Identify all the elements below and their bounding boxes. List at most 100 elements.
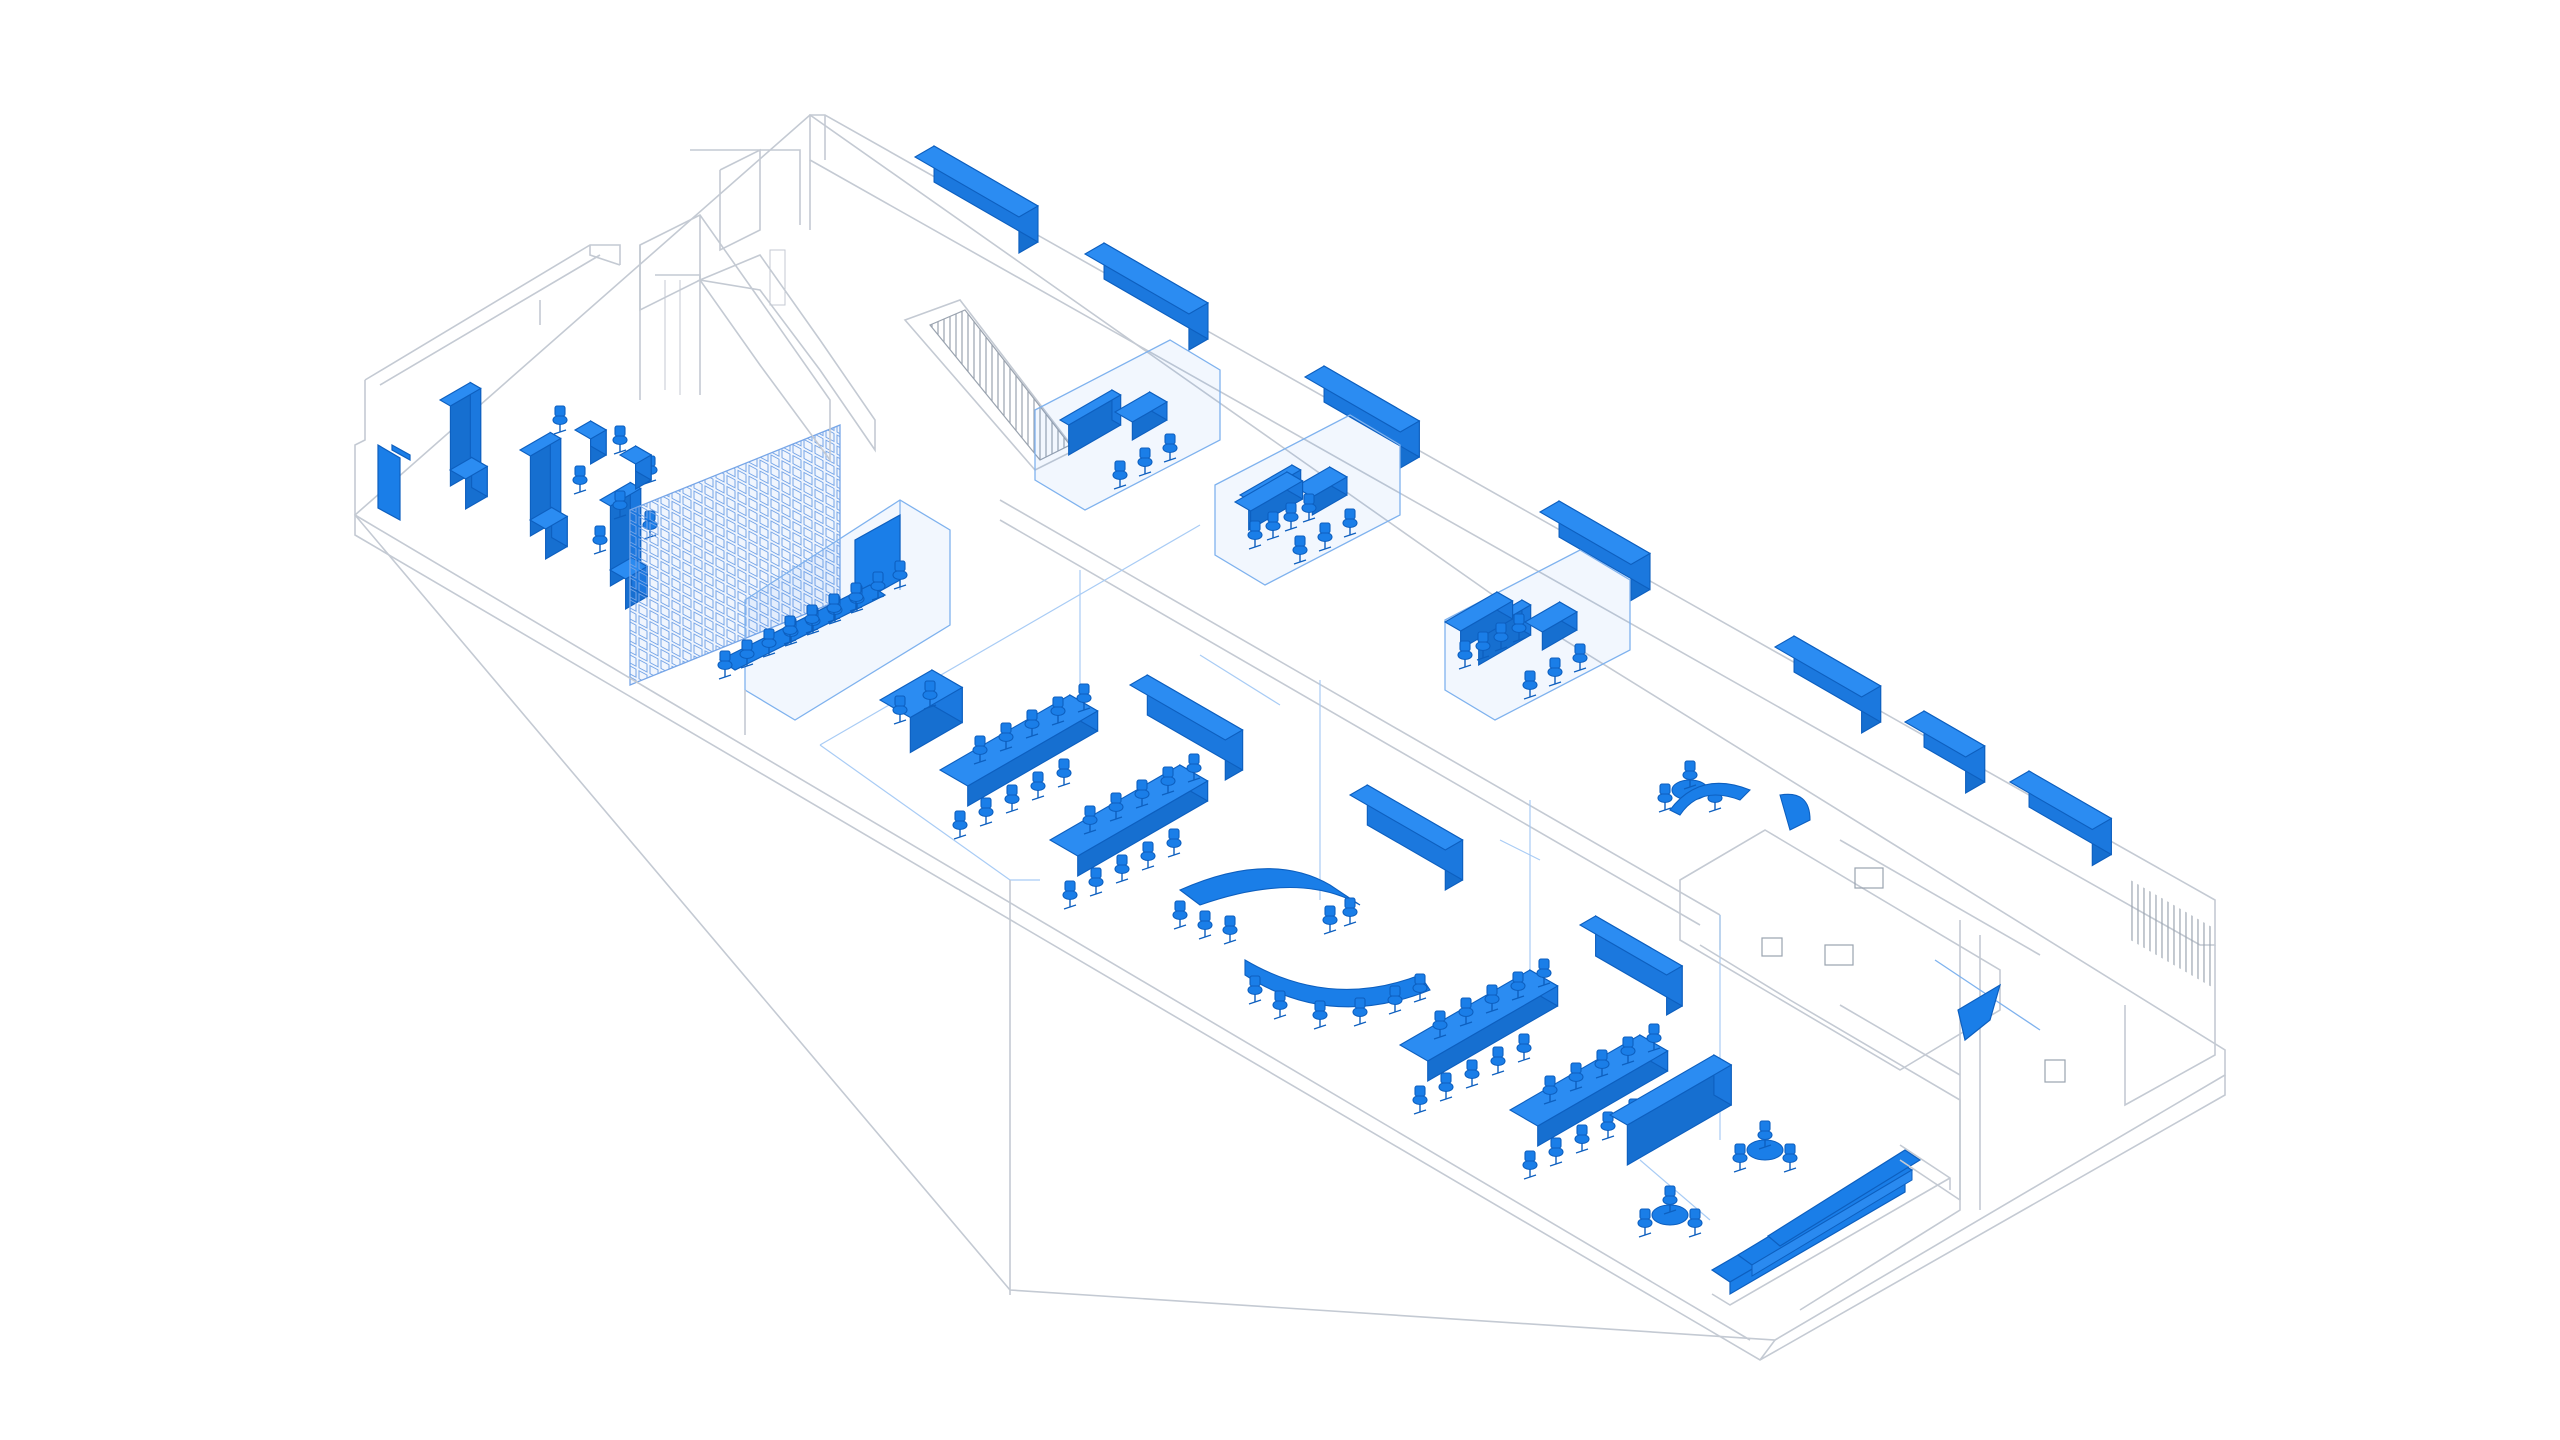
chair-base: [1323, 929, 1337, 935]
chair-base: [1248, 544, 1262, 550]
chair-seat: [1484, 993, 1500, 1005]
chair-base: [1031, 795, 1045, 801]
chair-base: [1063, 904, 1077, 910]
chair-seat: [1522, 679, 1538, 691]
chair-back: [1032, 771, 1044, 783]
chair: [1322, 905, 1338, 935]
chair: [1222, 915, 1238, 945]
chair-seat: [1511, 622, 1527, 634]
lobby-chair: [1854, 867, 1884, 889]
chair-seat: [1682, 769, 1698, 781]
storage-cabinet-top: [913, 145, 1040, 218]
chair-back: [1434, 1010, 1446, 1022]
storage-cabinet-top: [1303, 365, 1421, 433]
chair-back: [1512, 971, 1524, 983]
chair-seat: [1458, 1006, 1474, 1018]
lounge-table: [618, 445, 653, 490]
chair-base: [828, 619, 842, 625]
chair-seat: [1050, 705, 1066, 717]
meeting-pod-enclosure: [1444, 549, 1631, 721]
chair-seat: [1757, 1129, 1773, 1141]
chair-base: [1113, 484, 1127, 490]
pod-table: [1113, 391, 1169, 441]
chair-back: [1139, 447, 1151, 459]
chair-base: [1433, 1034, 1447, 1040]
chair: [1412, 1085, 1428, 1115]
chair: [1162, 433, 1178, 463]
chair: [782, 615, 798, 645]
chair-back: [1570, 1062, 1582, 1074]
chair: [612, 425, 628, 455]
chair: [1247, 520, 1263, 550]
chair-base: [762, 652, 776, 658]
chair-seat: [952, 819, 968, 831]
chair-back: [1574, 643, 1586, 655]
chair: [1732, 1143, 1748, 1173]
chair-base: [1517, 1057, 1531, 1063]
chair-base: [1573, 667, 1587, 673]
chair-back: [1058, 758, 1070, 770]
storage-cabinet: [913, 145, 1040, 254]
chair-back: [1538, 958, 1550, 970]
chair: [1312, 1000, 1328, 1030]
chair: [1004, 784, 1020, 814]
chair: [1112, 460, 1128, 490]
chair-back: [1164, 433, 1176, 445]
pod-table-top: [1233, 471, 1304, 512]
chair-base: [1173, 924, 1187, 930]
chair-base: [1601, 1135, 1615, 1141]
chair-seat: [1342, 906, 1358, 918]
chair: [1412, 973, 1428, 1003]
chair-back: [1174, 900, 1186, 912]
chair-base: [1621, 1060, 1635, 1066]
chair-base: [893, 584, 907, 590]
chair-back: [1114, 460, 1126, 472]
chair-back: [1026, 709, 1038, 721]
chair: [1056, 758, 1072, 788]
chair-base: [1459, 1021, 1473, 1027]
chair: [1484, 984, 1500, 1014]
chair-base: [1109, 816, 1123, 822]
lobby-chair: [1824, 944, 1854, 966]
chair-seat: [1272, 999, 1288, 1011]
chair: [1475, 631, 1491, 661]
chair-back: [1116, 854, 1128, 866]
chair-base: [1663, 1209, 1677, 1215]
chair-back: [1344, 897, 1356, 909]
chair-back: [872, 571, 884, 583]
chair-seat: [1600, 1120, 1616, 1132]
chair-base: [850, 608, 864, 614]
chair-back: [1513, 613, 1525, 625]
storage-cabinet-top: [1083, 242, 1210, 315]
chair-back: [1249, 520, 1261, 532]
chair-base: [806, 630, 820, 636]
lounge-table-top: [618, 445, 653, 465]
storage-cabinet: [1303, 365, 1421, 469]
exterior-louvres: [2130, 879, 2215, 989]
chair-base: [593, 549, 607, 555]
chair: [1522, 670, 1538, 700]
chair: [1076, 683, 1092, 713]
chair-back: [1199, 910, 1211, 922]
chair-back: [1389, 985, 1401, 997]
floor-slab: [353, 113, 2226, 1361]
chair-back: [1648, 1023, 1660, 1035]
chair: [1247, 975, 1263, 1005]
chair-back: [1319, 522, 1331, 534]
chair-back: [1477, 631, 1489, 643]
chair-seat: [826, 602, 842, 614]
chair-seat: [1536, 967, 1552, 979]
pod-table-top: [1523, 601, 1579, 633]
chair-back: [1354, 997, 1366, 1009]
chair-seat: [1056, 767, 1072, 779]
chair-base: [1658, 807, 1672, 813]
chair: [892, 695, 908, 725]
chair-base: [1512, 637, 1526, 643]
chair-seat: [1464, 1068, 1480, 1080]
chair: [761, 628, 777, 658]
chair-base: [1057, 782, 1071, 788]
chair-back: [1459, 640, 1471, 652]
chair-back: [1414, 973, 1426, 985]
chair-seat: [717, 659, 733, 671]
chair-seat: [1438, 1081, 1454, 1093]
